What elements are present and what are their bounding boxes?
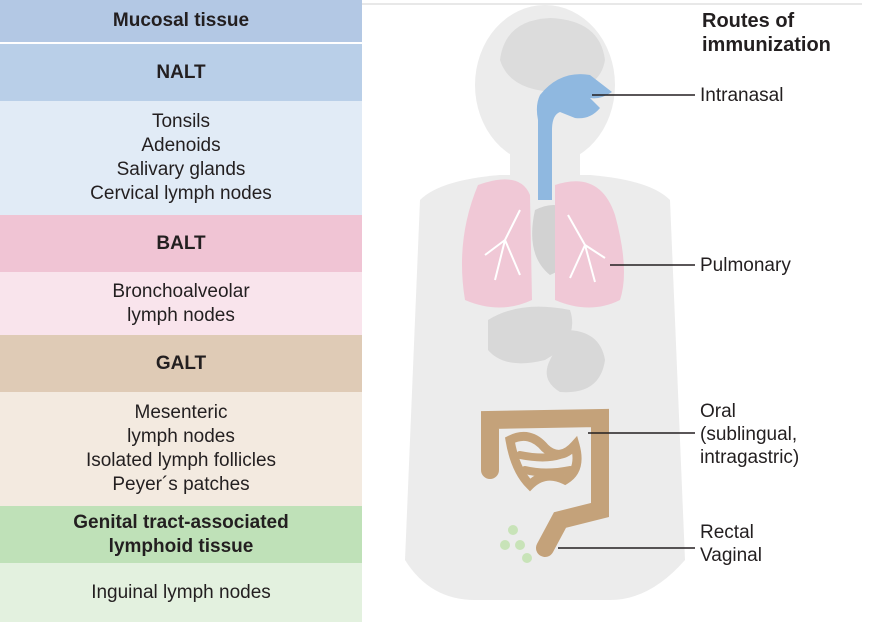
route-pulmonary: Pulmonary xyxy=(700,254,791,277)
top-divider xyxy=(362,3,862,5)
routes-title-line: immunization xyxy=(702,34,831,56)
list-item: Mesenteric xyxy=(134,402,228,423)
list-item: Adenoids xyxy=(141,135,221,156)
pelvic-lymph-nodes xyxy=(500,525,532,563)
lungs xyxy=(461,179,624,308)
genital-header-text: Genital tract-associated xyxy=(73,511,289,533)
nalt-header-text: NALT xyxy=(156,61,206,83)
routes-title: Routes of immunization xyxy=(702,9,831,57)
route-pointer-lines xyxy=(558,94,695,549)
genital-header-text: lymphoid tissue xyxy=(108,535,254,557)
list-item: lymph nodes xyxy=(127,304,235,326)
genital-items: Inguinal lymph nodes xyxy=(0,563,362,622)
route-rectal-vaginal: Rectal Vaginal xyxy=(700,521,762,567)
route-label: Rectal xyxy=(700,522,754,543)
list-item: Isolated lymph follicles xyxy=(85,450,277,471)
stomach-shape xyxy=(546,330,605,393)
balt-header: BALT xyxy=(0,215,362,272)
list-item: Bronchoalveolar xyxy=(112,280,250,302)
route-label: Pulmonary xyxy=(700,255,791,276)
route-label: intragastric) xyxy=(700,447,800,468)
route-intranasal: Intranasal xyxy=(700,84,783,107)
airway xyxy=(536,74,612,200)
route-oral: Oral (sublingual, intragastric) xyxy=(700,400,799,469)
balt-items: Bronchoalveolar lymph nodes xyxy=(0,272,362,335)
balt-header-text: BALT xyxy=(156,232,206,254)
route-label: (sublingual, xyxy=(700,424,798,445)
list-item: Salivary glands xyxy=(116,159,246,180)
nalt-header: NALT xyxy=(0,44,362,101)
list-item: lymph nodes xyxy=(127,426,235,447)
list-item: Peyer´s patches xyxy=(112,474,250,495)
list-item: Cervical lymph nodes xyxy=(90,183,272,204)
route-label: Vaginal xyxy=(700,545,762,566)
table-title-text: Mucosal tissue xyxy=(112,10,250,31)
table-title: Mucosal tissue xyxy=(0,0,362,42)
list-item: Tonsils xyxy=(151,111,211,132)
human-body-figure xyxy=(405,5,695,600)
route-label: Oral xyxy=(700,401,736,422)
intestines xyxy=(481,408,609,557)
liver-shape xyxy=(488,306,573,364)
galt-items: Mesenteric lymph nodes Isolated lymph fo… xyxy=(0,392,362,506)
galt-header-text: GALT xyxy=(155,352,207,374)
route-label: Intranasal xyxy=(700,85,784,106)
galt-header: GALT xyxy=(0,335,362,392)
genital-header: Genital tract-associated lymphoid tissue xyxy=(0,506,362,563)
mucosal-tissue-table: Mucosal tissue NALT Tonsils Adenoids Sal… xyxy=(0,0,362,622)
brain-shape xyxy=(500,18,605,92)
list-item: Inguinal lymph nodes xyxy=(91,581,271,603)
nalt-items: Tonsils Adenoids Salivary glands Cervica… xyxy=(0,101,362,215)
routes-title-line: Routes of xyxy=(702,10,795,32)
